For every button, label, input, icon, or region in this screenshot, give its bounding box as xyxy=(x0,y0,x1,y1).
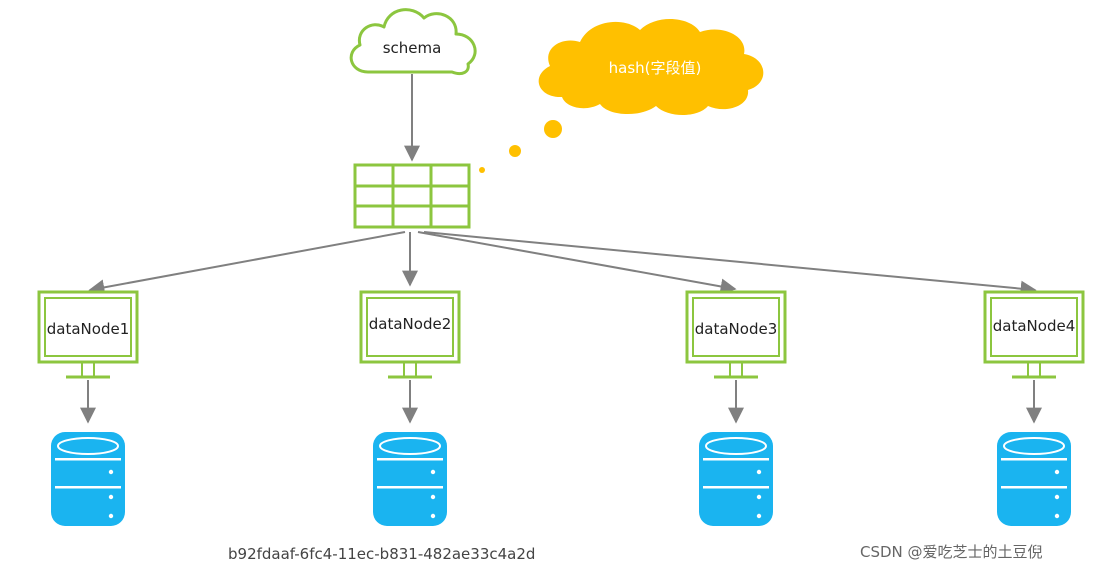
data-node-2: dataNode2 xyxy=(359,290,461,526)
data-node-3-label: dataNode3 xyxy=(695,320,777,338)
arrow-to-node3 xyxy=(417,231,737,295)
thought-bubble-large xyxy=(544,120,562,138)
data-node-3: dataNode3 xyxy=(685,290,787,526)
database-icon xyxy=(997,432,1071,526)
hash-thought-cloud-icon: hash(字段值) xyxy=(479,18,764,173)
data-node-1: dataNode1 xyxy=(37,290,139,526)
arrow-to-node4 xyxy=(423,231,1037,297)
database-icon xyxy=(51,432,125,526)
monitor-icon xyxy=(685,290,787,379)
schema-label: schema xyxy=(383,39,442,57)
image-id-caption: b92fdaaf-6fc4-11ec-b831-482ae33c4a2d xyxy=(228,545,536,563)
hash-label: hash(字段值) xyxy=(609,59,702,77)
distribution-arrows xyxy=(88,231,1037,297)
table-grid-icon xyxy=(353,163,471,229)
arrow-to-node1 xyxy=(88,231,406,296)
database-icon xyxy=(373,432,447,526)
database-icon xyxy=(699,432,773,526)
data-node-4: dataNode4 xyxy=(983,290,1085,526)
csdn-watermark: CSDN @爱吃芝士的土豆倪 xyxy=(860,543,1043,561)
monitor-icon xyxy=(37,290,139,379)
monitor-icon xyxy=(359,290,461,379)
data-node-4-label: dataNode4 xyxy=(993,317,1075,335)
thought-bubble-medium xyxy=(509,145,521,157)
monitor-icon xyxy=(983,290,1085,379)
data-node-2-label: dataNode2 xyxy=(369,315,451,333)
data-node-1-label: dataNode1 xyxy=(47,320,129,338)
thought-bubble-small xyxy=(479,167,485,173)
schema-cloud-icon: schema xyxy=(349,8,477,76)
